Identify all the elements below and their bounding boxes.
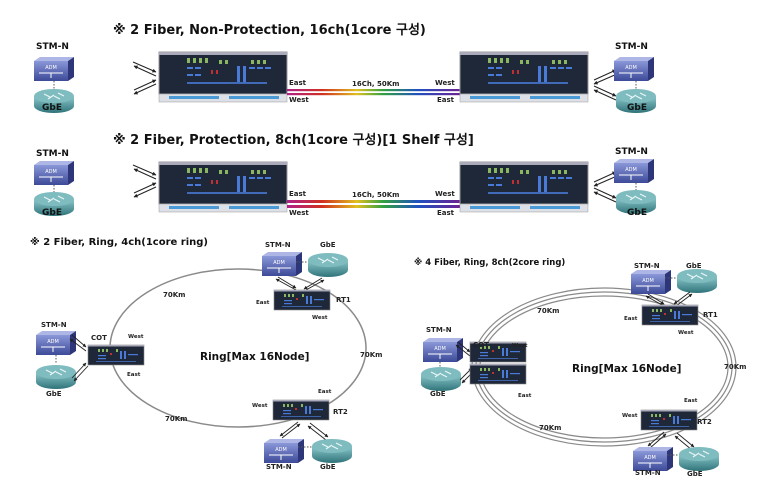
- s2-left-east-label: East: [289, 190, 307, 198]
- s4-rt2-name: RT2: [697, 418, 712, 426]
- s3-cot-router-icon: [35, 364, 77, 390]
- s4-cot-name: COT: [473, 341, 489, 349]
- s4-title: ※ 4 Fiber, Ring, 8ch(2core ring): [414, 258, 566, 268]
- s2-title: ※ 2 Fiber, Protection, 8ch(1core 구성)[1 S…: [113, 133, 474, 148]
- s3-rt1-router-icon: [307, 252, 349, 278]
- s1-right-east-label: East: [437, 96, 455, 104]
- s4-rt1-adm-icon: [630, 269, 672, 295]
- s3-rt1-adm-label: STM-N: [265, 241, 291, 249]
- s1-right-west-label: West: [435, 79, 455, 87]
- s4-rt1-west-label: West: [678, 330, 694, 336]
- s2-right-west-label: West: [435, 190, 455, 198]
- s1-right-adm-icon: [613, 56, 655, 82]
- s3-cot-east-label: East: [127, 372, 141, 378]
- s1-link-label: 16Ch, 50Km: [352, 80, 400, 88]
- s4-rt2-arrows: [647, 431, 695, 451]
- s4-rt2-adm-icon: [632, 446, 674, 472]
- s4-rt2-router-label: GbE: [687, 470, 703, 478]
- s4-rt1-shelf: [641, 304, 699, 326]
- s4-cot-shelf-bottom: [469, 363, 527, 385]
- s3-rt2-name: RT2: [333, 408, 348, 416]
- s4-span-top: 70Km: [537, 307, 560, 315]
- s2-right-shelf: [459, 161, 589, 213]
- s3-cot-adm-label: STM-N: [41, 321, 67, 329]
- s3-span-right: 70Km: [360, 351, 383, 359]
- s2-right-east-label: East: [437, 209, 455, 217]
- s3-span-top: 70Km: [163, 291, 186, 299]
- s2-left-west-label: West: [289, 209, 309, 217]
- s4-rt1-east-label: East: [624, 316, 638, 322]
- s1-left-west-label: West: [289, 96, 309, 104]
- s1-left-shelf: [158, 51, 288, 103]
- s1-title: ※ 2 Fiber, Non-Protection, 16ch(1core 구성…: [113, 23, 426, 38]
- s2-fiber: [287, 200, 462, 208]
- s4-rt1-router-icon: [676, 268, 718, 294]
- s3-rt1-router-label: GbE: [320, 241, 336, 249]
- s1-left-arrows: [132, 61, 157, 95]
- s3-cot-adm-icon: [35, 330, 77, 356]
- s2-link-label: 16Ch, 50Km: [352, 191, 400, 199]
- s4-rt1-name: RT1: [703, 311, 718, 319]
- s3-rt2-adm-label: STM-N: [266, 463, 292, 471]
- s4-span-right: 70Km: [724, 363, 747, 371]
- s3-span-bottom: 70Km: [165, 415, 188, 423]
- s3-rt1-shelf: [273, 289, 331, 311]
- s2-right-adm-icon: [613, 158, 655, 184]
- s4-rt2-west-label: West: [622, 413, 638, 419]
- s4-cot-router-label: GbE: [430, 390, 446, 398]
- s1-left-router-label: GbE: [42, 103, 62, 113]
- s2-right-adm-label: STM-N: [615, 147, 648, 157]
- s3-cot-arrows: [69, 334, 89, 382]
- s3-rt1-adm-icon: [261, 251, 303, 277]
- s2-left-adm-label: STM-N: [36, 149, 69, 159]
- s3-rt1-east-label: East: [256, 300, 270, 306]
- s4-cot-west-label: West: [512, 343, 528, 349]
- s3-cot-name: COT: [91, 334, 107, 342]
- s4-rt2-router-icon: [678, 446, 720, 472]
- s4-rt2-east-label: East: [684, 398, 698, 404]
- s3-rt1-name: RT1: [336, 296, 351, 304]
- s3-rt2-east-label: East: [318, 389, 332, 395]
- s1-right-router-label: GbE: [627, 103, 647, 113]
- s3-rt2-adm-icon: [263, 438, 305, 464]
- s1-left-east-label: East: [289, 79, 307, 87]
- s3-ring-label: Ring[Max 16Node]: [200, 351, 310, 363]
- s3-rt2-router-label: GbE: [320, 463, 336, 471]
- s3-rt1-west-label: West: [312, 315, 328, 321]
- s4-span-bottom: 70Km: [539, 424, 562, 432]
- s1-left-adm-label: STM-N: [36, 42, 69, 52]
- s4-cot-east-label: East: [518, 393, 532, 399]
- s4-rt1-arrows: [645, 291, 693, 307]
- s2-left-router-label: GbE: [42, 208, 62, 218]
- s4-rt2-shelf: [640, 409, 698, 431]
- s4-cot-adm-icon: [422, 337, 464, 363]
- s2-right-router-label: GbE: [627, 208, 647, 218]
- s2-left-adm-icon: [33, 160, 75, 186]
- s1-right-shelf: [459, 51, 589, 103]
- s3-rt1-arrows: [275, 276, 325, 291]
- s2-left-arrows: [132, 164, 157, 198]
- s3-cot-west-label: West: [128, 334, 144, 340]
- s3-rt2-arrows: [279, 421, 329, 441]
- s4-cot-router-icon: [420, 366, 462, 392]
- s1-fiber: [287, 89, 462, 96]
- s3-rt2-router-icon: [311, 438, 353, 464]
- s2-right-arrows: [593, 171, 618, 203]
- s3-cot-shelf: [87, 344, 145, 366]
- s1-right-arrows: [593, 69, 618, 101]
- s4-rt1-router-label: GbE: [686, 262, 702, 270]
- s3-title: ※ 2 Fiber, Ring, 4ch(1core ring): [30, 237, 209, 248]
- s3-rt2-shelf: [272, 399, 330, 421]
- s4-rt1-adm-label: STM-N: [634, 262, 660, 270]
- s3-rt2-west-label: West: [252, 403, 268, 409]
- s1-left-adm-icon: [33, 56, 75, 82]
- s4-ring-label: Ring[Max 16Node]: [572, 363, 682, 375]
- s2-left-shelf: [158, 161, 288, 213]
- s4-rt2-adm-label: STM-N: [635, 469, 661, 477]
- s3-cot-router-label: GbE: [46, 390, 62, 398]
- s1-right-adm-label: STM-N: [615, 42, 648, 52]
- s4-cot-adm-label: STM-N: [426, 326, 452, 334]
